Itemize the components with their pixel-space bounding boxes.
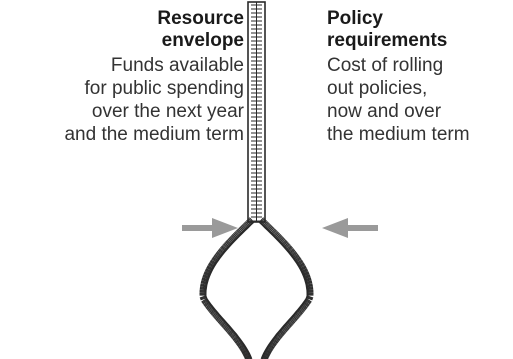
- policy-requirements-description: Cost of rolling out policies, now and ov…: [327, 54, 470, 146]
- title-line: Resource: [157, 8, 244, 29]
- resource-envelope-block: Resource envelope Funds available for pu…: [64, 8, 244, 146]
- description-line: Cost of rolling: [327, 55, 444, 76]
- description-line: Funds available: [110, 55, 244, 76]
- policy-requirements-title: Policy requirements: [327, 8, 470, 52]
- title-line: Policy: [327, 8, 383, 29]
- description-line: out policies,: [327, 78, 428, 99]
- description-line: for public spending: [84, 78, 245, 99]
- resource-envelope-title: Resource envelope: [64, 8, 244, 52]
- description-line: over the next year: [91, 101, 244, 122]
- zipper-icon: [199, 1, 314, 359]
- title-line: requirements: [327, 30, 448, 51]
- policy-requirements-block: Policy requirements Cost of rolling out …: [327, 8, 470, 146]
- description-line: and the medium term: [64, 124, 244, 145]
- description-line: the medium term: [327, 124, 470, 145]
- arrow-right-icon: [182, 218, 238, 238]
- title-line: envelope: [161, 30, 244, 51]
- arrow-left-icon: [322, 218, 378, 238]
- resource-envelope-description: Funds available for public spending over…: [64, 54, 244, 146]
- description-line: now and over: [327, 101, 442, 122]
